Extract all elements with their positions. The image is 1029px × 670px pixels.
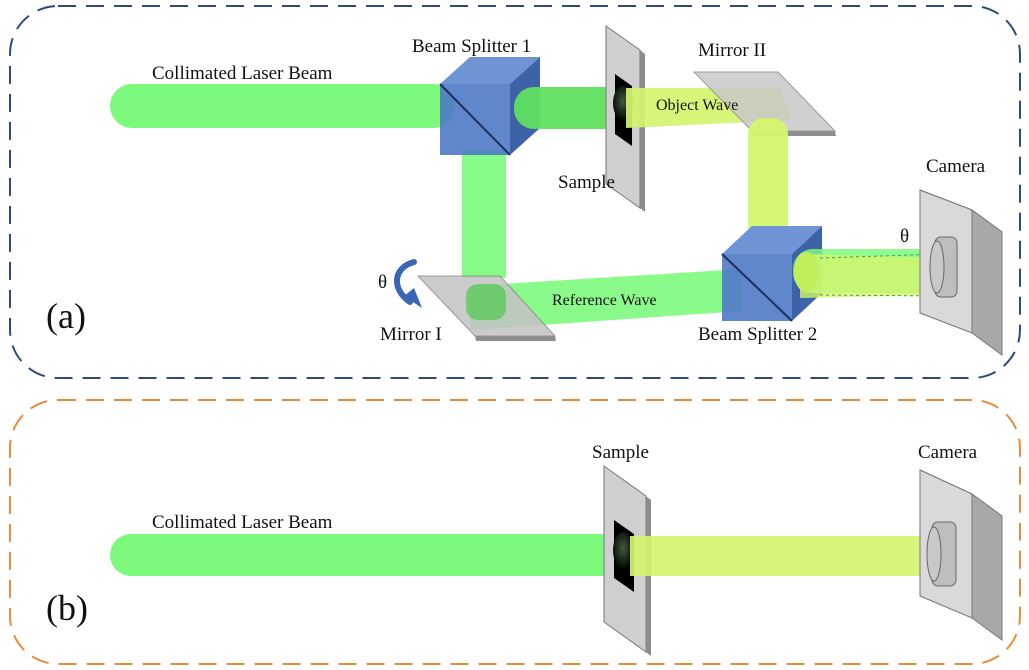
mirror-1-label: Mirror I xyxy=(380,324,442,345)
theta-camera-label: θ xyxy=(900,226,909,247)
reference-wave-label: Reference Wave xyxy=(552,292,657,309)
panel-a-border xyxy=(9,5,1021,379)
laser-label-b: Collimated Laser Beam xyxy=(152,512,333,533)
mirror-2-label: Mirror II xyxy=(698,40,766,61)
panel-a-tag: (a) xyxy=(46,296,86,336)
sample-label-b: Sample xyxy=(592,442,649,463)
reference-beam-vertical xyxy=(462,150,506,278)
object-beam-vertical xyxy=(748,118,788,246)
rotation-arrowhead-icon xyxy=(404,288,422,308)
panel-b-border xyxy=(9,399,1021,665)
object-wave-label: Object Wave xyxy=(656,97,738,114)
object-beam-segment-1 xyxy=(514,87,624,129)
laser-beam-b xyxy=(110,534,630,576)
camera-b xyxy=(919,469,1003,641)
rotation-arrow-icon xyxy=(394,259,417,305)
sample-label-a: Sample xyxy=(558,172,615,193)
laser-label-a: Collimated Laser Beam xyxy=(152,63,333,84)
camera-label-a: Camera xyxy=(926,156,986,177)
interference-beams xyxy=(793,249,943,298)
theta-mirror-label: θ xyxy=(378,272,387,293)
beam-splitter-1-label: Beam Splitter 1 xyxy=(412,36,531,57)
sample-specimen-icon xyxy=(613,532,633,568)
sample-a xyxy=(605,25,645,212)
camera-a xyxy=(919,189,1003,356)
object-beam-b xyxy=(630,536,942,576)
reference-wave-beam xyxy=(470,269,742,330)
camera-label-b: Camera xyxy=(918,442,978,463)
panel-b-tag: (b) xyxy=(46,588,88,628)
beam-splitter-2 xyxy=(721,226,822,322)
beam-splitter-2-label: Beam Splitter 2 xyxy=(698,324,817,345)
mirror-1 xyxy=(416,275,557,341)
laser-beam-a xyxy=(110,84,455,128)
